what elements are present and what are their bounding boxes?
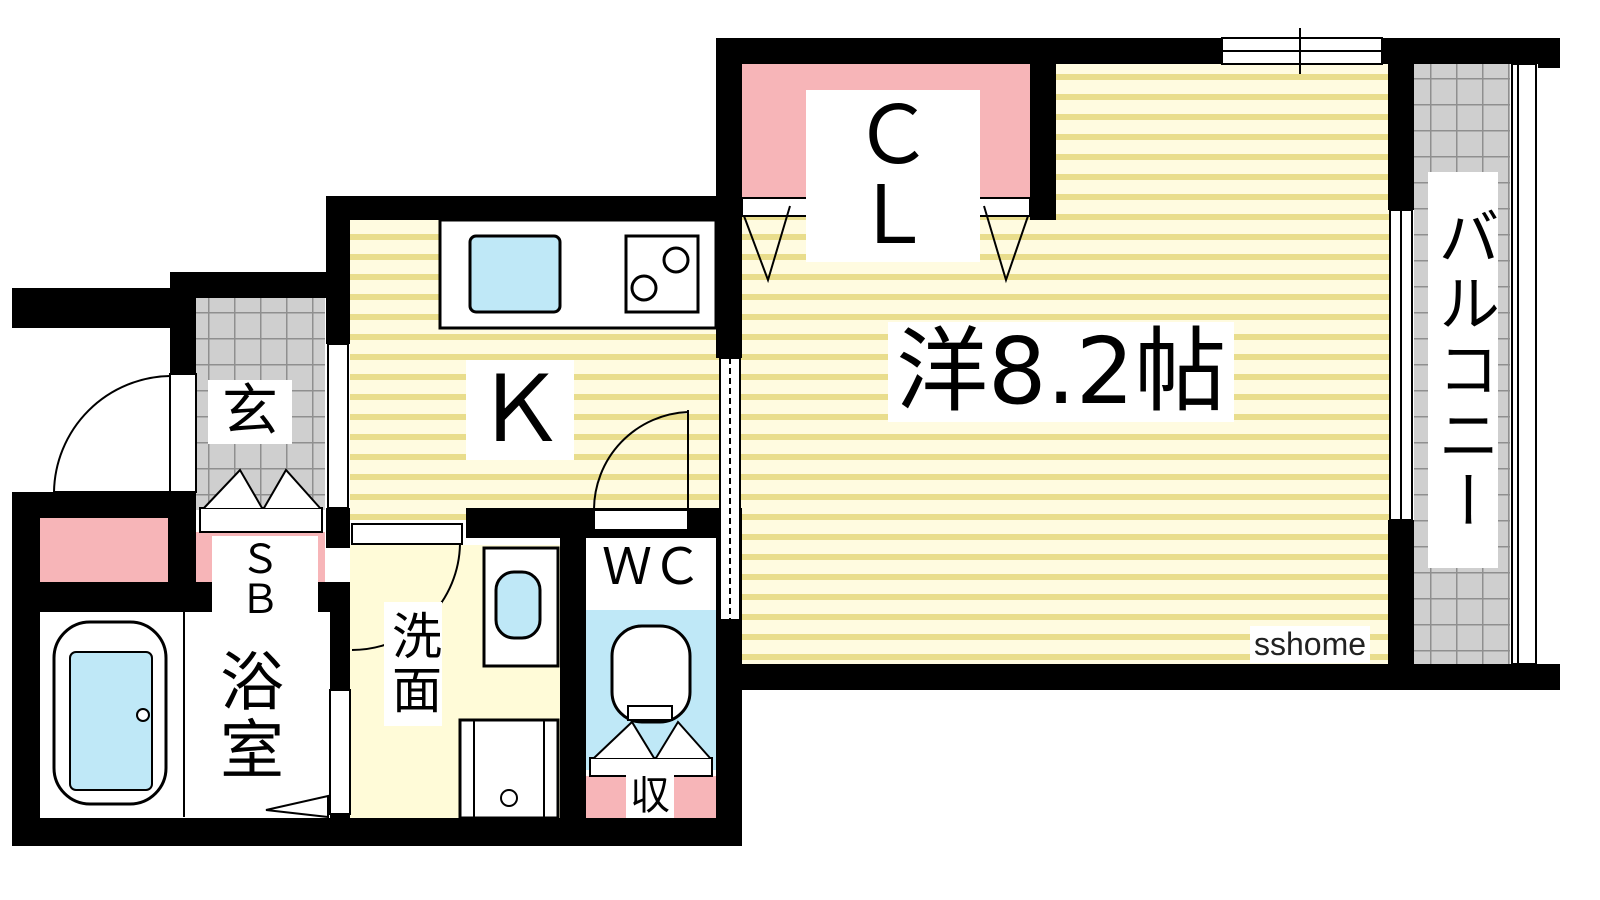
storage-label: 収 xyxy=(626,774,674,818)
stove xyxy=(624,234,700,314)
shoe-box-label: ＳＢ xyxy=(212,536,318,624)
balcony-label: バルコニー xyxy=(1427,172,1500,568)
bathtub-water xyxy=(69,651,153,791)
kitchen-label: Ｋ xyxy=(466,360,574,460)
burner-icon xyxy=(662,246,690,274)
toilet-tank xyxy=(610,624,692,724)
burner-icon xyxy=(630,274,658,302)
bathtub-drain xyxy=(136,708,150,722)
toilet-label: ＷＣ xyxy=(588,538,716,596)
entrance-storage xyxy=(40,518,168,582)
watermark: sshome xyxy=(1250,626,1371,663)
washbasin-bowl xyxy=(494,570,542,640)
kitchen-sink xyxy=(468,234,562,314)
closet-label: ＣＬ xyxy=(806,90,980,262)
western-room-label: 洋8.2帖 xyxy=(888,322,1235,422)
bathroom-label: 浴室 xyxy=(209,640,283,792)
entrance-label: 玄 xyxy=(208,380,292,444)
washroom-label: 洗面 xyxy=(384,602,442,726)
